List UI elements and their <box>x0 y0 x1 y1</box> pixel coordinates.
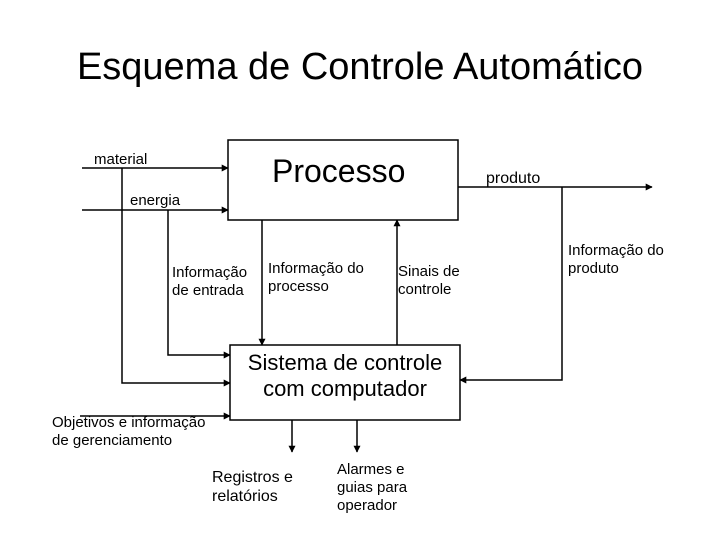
info-entrada-line1: Informação <box>172 264 248 281</box>
produto-label: produto <box>486 170 541 187</box>
control-system-box <box>229 344 461 421</box>
sinais-controle-line2: controle <box>398 281 452 298</box>
info-produto-line1: Informação do <box>568 242 664 259</box>
info-entrada-label: Informação de entrada <box>172 264 262 300</box>
control-system-line1: Sistema de controle <box>247 350 443 375</box>
alarmes-line3: operador <box>337 497 398 514</box>
info-processo-line2: processo <box>268 278 329 295</box>
registros-line2: relatórios <box>212 488 278 506</box>
objetivos-line2: de gerenciamento <box>52 432 173 449</box>
diagram-title: Esquema de Controle Automático <box>76 46 644 88</box>
info-processo-line1: Informação do <box>268 260 364 277</box>
registros-line1: Registros e <box>212 469 293 486</box>
sinais-controle-line1: Sinais de <box>398 263 460 280</box>
control-system-line2: com computador <box>263 376 427 402</box>
control-system-label: Sistema de controle com computador <box>230 350 460 403</box>
registros-label: Registros e relatórios <box>212 468 322 506</box>
objetivos-label: Objetivos e informação de gerenciamento <box>52 414 232 450</box>
info-entrada-line-energia <box>167 210 231 359</box>
info-produto-line <box>459 187 563 384</box>
info-entrada-line-material <box>121 168 231 387</box>
alarmes-line1: Alarmes e <box>337 461 405 478</box>
info-processo-label: Informação do processo <box>268 260 388 296</box>
sinais-controle-label: Sinais de controle <box>398 263 478 299</box>
alarmes-label: Alarmes e guias para operador <box>337 461 437 515</box>
info-produto-line2: produto <box>568 260 619 277</box>
info-produto-label: Informação do produto <box>568 242 678 278</box>
process-box <box>227 139 459 221</box>
objetivos-line1: Objetivos e informação <box>52 414 206 431</box>
energia-label: energia <box>130 192 181 209</box>
info-entrada-line2: de entrada <box>172 282 244 299</box>
alarmes-line2: guias para <box>337 479 408 496</box>
process-box-label: Processo <box>272 153 406 189</box>
material-label: material <box>94 151 148 168</box>
